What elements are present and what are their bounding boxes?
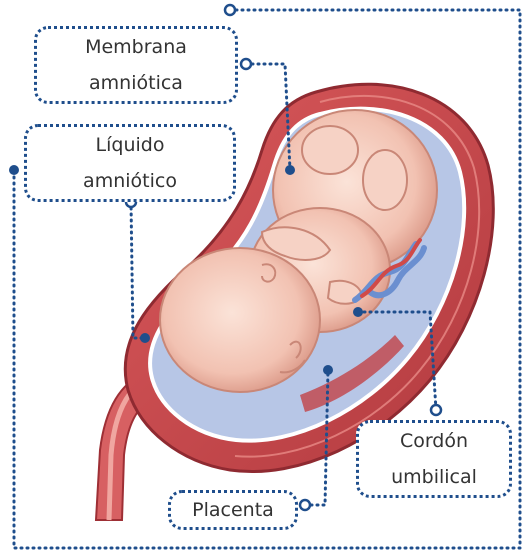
label-membrana-line1: Membrana [37,29,235,65]
label-membrana-amniotica: Membrana amniótica [34,26,238,104]
label-cordon-line2: umbilical [359,459,509,495]
marker-cordon-dot [353,307,363,317]
marker-membrana-dot [285,165,295,175]
marker-left-dot [9,165,19,175]
label-placenta-text: Placenta [171,493,295,527]
label-liquido-line1: Líquido [27,127,233,163]
fetus-knee [302,126,358,174]
label-placenta: Placenta [168,490,298,530]
fetus-head [160,248,320,392]
fetus-foot [363,150,407,210]
label-liquido-amniotico: Líquido amniótico [24,124,236,202]
label-liquido-line2: amniótico [27,163,233,199]
label-cordon-umbilical: Cordón umbilical [356,420,512,498]
marker-placenta-dot [323,365,333,375]
marker-liquido-dot [140,333,150,343]
marker-placenta-ring [300,500,310,510]
marker-top-ring [225,5,235,15]
marker-membrana-ring [241,59,251,69]
label-membrana-line2: amniótica [37,65,235,101]
label-cordon-line1: Cordón [359,423,509,459]
marker-cordon-ring [431,405,441,415]
